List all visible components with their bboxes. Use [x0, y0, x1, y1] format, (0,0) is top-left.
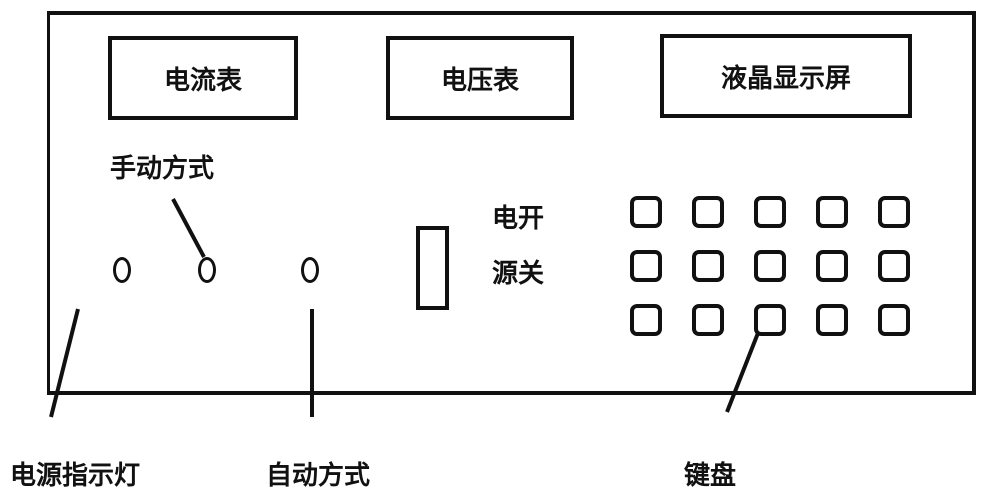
key[interactable] — [630, 250, 662, 282]
key[interactable] — [630, 304, 662, 336]
keyboard-leader — [725, 332, 760, 413]
manual-mode-leader — [171, 198, 206, 258]
auto-mode-light — [301, 257, 319, 283]
key[interactable] — [754, 250, 786, 282]
voltmeter-label: 电压表 — [440, 65, 519, 96]
key[interactable] — [692, 304, 724, 336]
lcd-box: 液晶显示屏 — [660, 34, 912, 118]
power-switch-label-2: 源关 — [492, 259, 545, 289]
power-indicator-leader — [49, 308, 80, 418]
key[interactable] — [754, 196, 786, 228]
power-switch-label-1: 电开 — [492, 204, 545, 234]
key[interactable] — [630, 196, 662, 228]
key[interactable] — [692, 196, 724, 228]
key[interactable] — [878, 196, 910, 228]
ammeter-box: 电流表 — [108, 36, 298, 120]
manual-mode-light — [198, 257, 216, 283]
keyboard-grid — [630, 196, 910, 336]
power-indicator-light — [113, 257, 131, 283]
keyboard-callout: 键盘 — [684, 461, 737, 491]
key[interactable] — [816, 196, 848, 228]
key[interactable] — [754, 304, 786, 336]
key[interactable] — [878, 250, 910, 282]
key[interactable] — [816, 250, 848, 282]
voltmeter-box: 电压表 — [386, 36, 574, 120]
key[interactable] — [692, 250, 724, 282]
key[interactable] — [878, 304, 910, 336]
instrument-panel — [47, 11, 976, 395]
auto-mode-callout: 自动方式 — [266, 461, 371, 491]
power-indicator-callout: 电源指示灯 — [10, 461, 141, 491]
key[interactable] — [816, 304, 848, 336]
lcd-label: 液晶显示屏 — [720, 63, 851, 94]
manual-mode-label: 手动方式 — [110, 154, 215, 184]
ammeter-label: 电流表 — [163, 65, 242, 96]
power-switch[interactable] — [416, 226, 449, 310]
